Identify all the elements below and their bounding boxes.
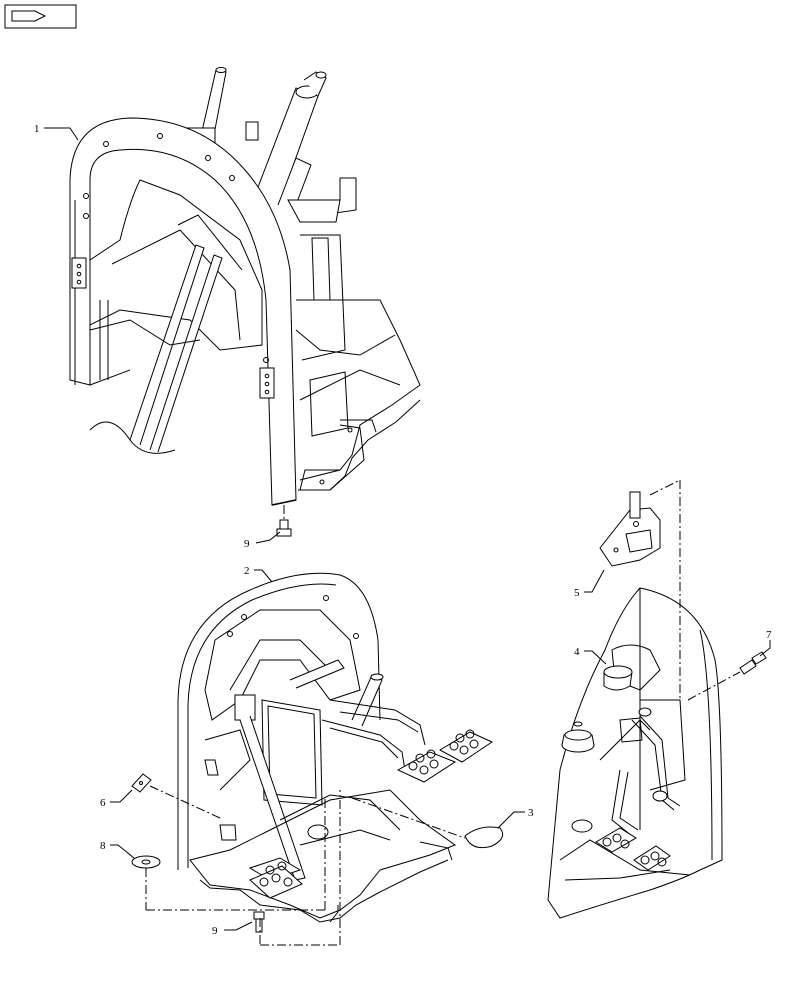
callout-9b: 9: [212, 925, 218, 937]
leader-lines: [44, 127, 771, 931]
callout-6: 6: [100, 797, 106, 809]
callout-7: 7: [766, 629, 772, 641]
assembly-lines: [145, 479, 741, 946]
part-7-screw: [739, 651, 767, 675]
grommet: [561, 721, 595, 753]
callout-4: 4: [574, 646, 580, 658]
page-forward-icon[interactable]: [4, 4, 77, 29]
right-side-panel: [547, 587, 723, 919]
part-8-washer: [131, 855, 161, 869]
part-6-clip: [131, 773, 152, 793]
part-2-console-assembly: [177, 572, 494, 923]
callout-3: 3: [528, 807, 534, 819]
callout-2: 2: [244, 565, 250, 577]
part-1-cab-frame: [69, 67, 421, 506]
part-4-cap: [603, 665, 633, 691]
callout-5: 5: [574, 587, 580, 599]
part-5-bracket: [599, 491, 661, 567]
part-3-plug: [464, 826, 504, 849]
callout-9a: 9: [244, 538, 250, 550]
part-9-bolt-lower: [253, 911, 265, 933]
callout-1: 1: [34, 123, 40, 135]
callout-8: 8: [100, 840, 106, 852]
part-9-bolt-upper: [276, 505, 292, 537]
